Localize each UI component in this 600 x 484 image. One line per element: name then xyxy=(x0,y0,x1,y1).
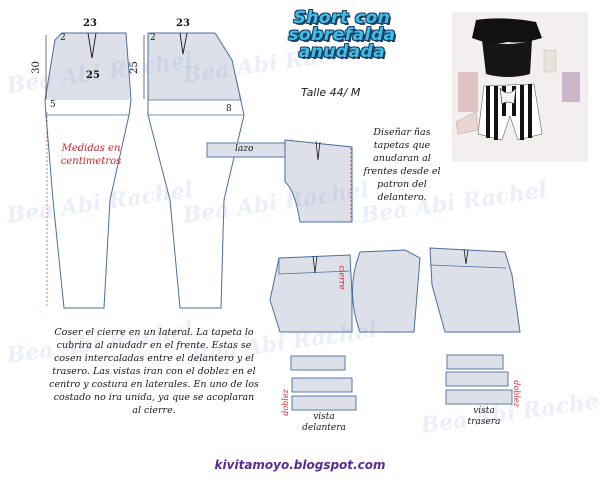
front-dim-top-left: 2 xyxy=(60,33,66,43)
back-dim-top-left: 2 xyxy=(150,33,156,43)
doblez-label-front: doblez xyxy=(280,389,290,416)
front-short-piece xyxy=(269,254,353,333)
title-line-1: Short con xyxy=(293,8,391,28)
vista-delantera-label: vista delantera xyxy=(302,412,346,433)
back-pattern xyxy=(143,32,245,309)
vista-trasera-label: vista trasera xyxy=(467,406,501,427)
garment-photo xyxy=(452,12,588,162)
back-leg-outline xyxy=(147,32,245,309)
title-line-2: sobrefalda xyxy=(288,25,396,45)
size-label: Talle 44/ M xyxy=(301,86,361,99)
vista-delantera-pieces xyxy=(290,355,357,411)
back-yoke-shaded xyxy=(148,33,242,100)
cierre-label: cierre xyxy=(337,265,347,290)
pattern-title: Short con sobrefalda anudada xyxy=(262,10,422,61)
doblez-label-back: doblez xyxy=(511,380,521,407)
vista-trasera-pieces xyxy=(445,354,513,405)
tapeta-note: Diseñar ñas tapetas que anudaran al fren… xyxy=(363,127,441,203)
lazo-label: lazo xyxy=(235,144,254,154)
front-leg-outline xyxy=(44,32,132,309)
front-dart xyxy=(87,32,97,59)
back-dart xyxy=(179,32,188,55)
measure-note: Medidas en centimetros xyxy=(60,143,122,167)
front-yoke-shaded xyxy=(45,33,130,100)
instructions-note: Coser el cierre en un lateral. La tapeta… xyxy=(49,327,259,416)
front-dim-bottom-left: 5 xyxy=(50,100,56,110)
front-pattern xyxy=(44,32,132,309)
back-dim-dart: 23 xyxy=(176,18,190,29)
front-dim-dart-bottom: 25 xyxy=(86,70,100,81)
title-line-3: anudada xyxy=(298,42,386,62)
front-dim-height: 30 xyxy=(30,61,42,74)
blog-url[interactable]: kivitamoyo.blogspot.com xyxy=(214,458,386,472)
back-short-piece xyxy=(429,247,521,333)
overskirt-front-piece xyxy=(352,249,421,333)
front-dim-dart: 23 xyxy=(83,18,97,29)
back-dim-height: 25 xyxy=(128,61,140,74)
tapeta-piece xyxy=(284,139,353,223)
back-dim-bottom-right: 8 xyxy=(226,104,232,114)
